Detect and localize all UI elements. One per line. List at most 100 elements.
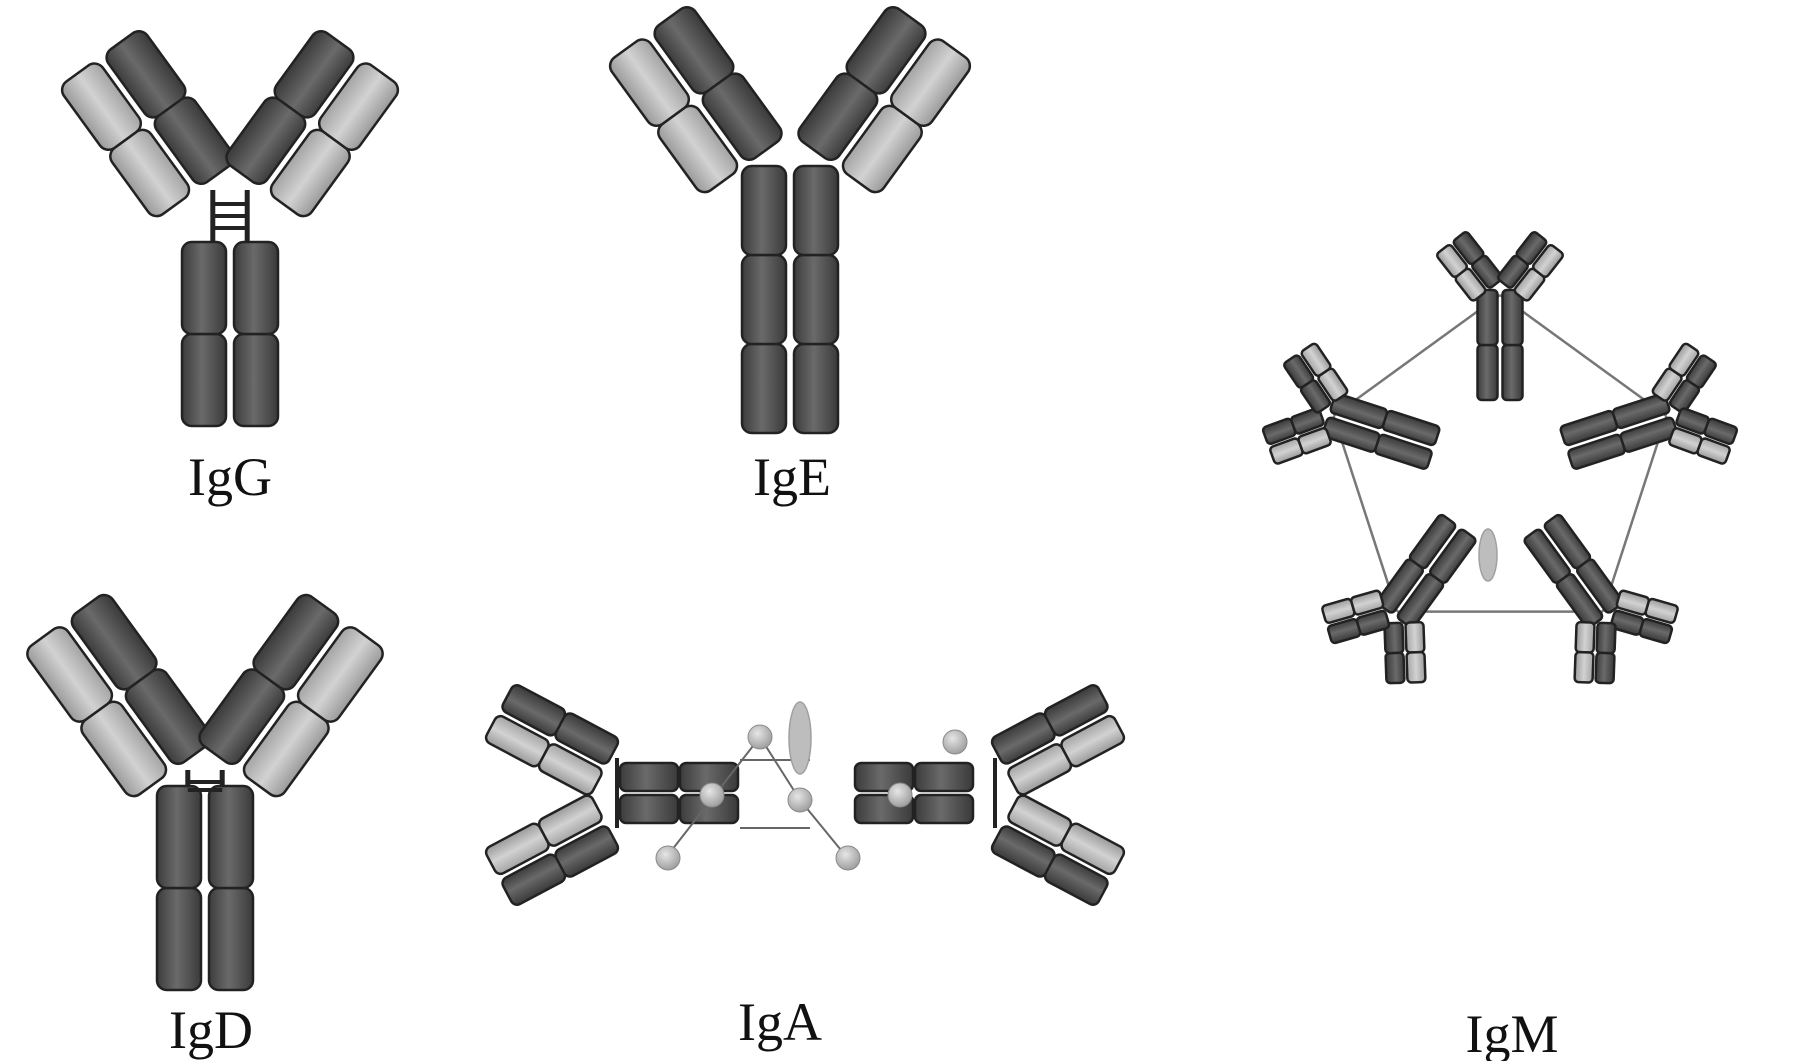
igm-link-4 [1332,415,1399,612]
ige-left-fab [608,5,783,194]
igm-subunit-5-fc-right-2 [1329,392,1389,430]
igm-subunit-3-right-fab-heavy-ch1 [1595,621,1617,655]
igm-subunit-4-right-fab-heavy-vh [1326,617,1362,645]
igm-subunit-1-fc-right-1 [1501,343,1524,402]
iga-secretory-ball-4 [655,845,681,871]
igm-subunit-3-left-fab-heavy-vh [1638,617,1674,645]
igd-fc-right-1 [207,886,255,992]
igm-subunit-3-left-fab [1609,589,1679,645]
igm-subunit-1-left-fab [1436,231,1504,302]
iga-left-upper-fab-light-vl [484,714,550,768]
igg-left-fab [60,29,235,218]
igm-subunit-1-right-fab [1496,231,1564,302]
igm-subunit-4-right-fab [1321,589,1391,645]
ige-antibody [608,5,972,435]
igm-subunit-1-fc-left-2 [1476,288,1499,347]
igm-subunit-5-left-fab [1261,407,1332,465]
iga-secretory-ball-7 [887,782,913,808]
igm-subunit-4-left-fab [1383,620,1427,685]
igm-j-chain [1478,528,1498,582]
iga-left-lower-fab-light-vl [484,822,550,876]
ige-fc-right-3 [792,164,840,257]
ige-fc-right-2 [792,253,840,346]
iga-secretory-ball-5 [835,845,861,871]
igm-subunit-3-fc-right-2 [1555,573,1604,629]
ige-right-fab [797,5,972,194]
igg-label: IgG [188,447,272,507]
igd-fc-left-1 [155,886,203,992]
iga-right-fc-upper-2 [913,761,975,793]
iga-right-lower-fab-light-vl [1060,822,1126,876]
ige-label: IgE [753,447,831,507]
igm-subunit-3 [1523,513,1679,685]
iga-j-chain [788,701,812,775]
igd-right-fab [198,593,384,798]
igm-link-5 [1332,293,1501,417]
igd-left-fab [26,593,212,798]
igm-label: IgM [1466,1004,1559,1061]
iga-label: IgA [738,992,822,1052]
igg-right-fab-heavy-vh [273,29,355,119]
igm-subunit-4-left-fab-light-vl [1405,650,1427,684]
igm-subunit-3-right-fab-light-vl [1573,650,1595,684]
igm-subunit-1 [1436,231,1564,402]
iga-left-upper-fab-heavy-vh [501,684,567,737]
igm-subunit-2-right-fab [1668,407,1739,465]
igm-subunit-1-right-fab-light-vl [1532,243,1564,279]
igd-antibody [26,593,384,992]
igm-subunit-3-left-fab-light-vl [1644,597,1679,624]
igm-subunit-1-fc-right-2 [1501,288,1524,347]
igg-fc-right-2 [232,240,280,336]
ige-left-fab-light-vl [608,38,691,127]
iga-secretory-ball-6 [699,782,725,808]
iga-antibody [484,684,1126,906]
igm-subunit-2-fc-left-2 [1611,392,1671,430]
igm-subunit-2-right-fab-light-vl [1696,437,1731,465]
iga-right-upper-fab-light-vl [1060,714,1126,768]
igm-subunit-4 [1321,513,1477,685]
iga-left-lower-fab [484,794,620,906]
igm-subunit-5-left-fab-heavy-vh [1261,417,1297,446]
igm-subunit-2-left-fab [1651,342,1717,414]
igm-subunit-3-right-fab [1573,620,1617,685]
igg-left-fab-light-vl [60,62,143,151]
igm-subunit-3-right-fab-heavy-vh [1594,651,1616,685]
igm-subunit-4-left-fab-heavy-vh [1384,651,1406,685]
iga-right-lower-fab-heavy-vh [1043,853,1109,906]
igm-subunit-1-fc-left-1 [1476,343,1499,402]
igm-subunit-3-right-fab-light-cl [1574,620,1596,654]
igm-subunit-5-left-fab-light-vl [1269,437,1304,465]
ige-fc-right-1 [792,342,840,435]
igm-subunit-3-fc-left-2 [1575,558,1624,614]
iga-right-lower-fab [990,794,1126,906]
ige-right-fab-heavy-vh [845,5,927,95]
igd-left-fab-heavy-vh [70,593,158,691]
igm-subunit-4-fc-right-2 [1376,558,1425,614]
igm-subunit-5 [1261,342,1441,470]
igg-antibody [60,29,400,428]
igm-subunit-5-right-fab-light-vl [1300,342,1332,377]
igg-left-fab-heavy-vh [105,29,187,119]
igg-right-fab-light-vl [317,62,400,151]
iga-right-upper-fab [990,684,1126,796]
iga-left-lower-fab-heavy-vh [501,853,567,906]
igd-fc-left-2 [155,784,203,890]
igm-link-2 [1601,415,1668,612]
iga-secretory-ball-2 [942,729,968,755]
igm-subunit-5-right-fab [1283,342,1349,414]
igd-label: IgD [169,1000,253,1060]
igm-subunit-1-left-fab-heavy-vh [1452,231,1485,266]
igg-right-fab [225,29,400,218]
igd-right-fab-heavy-vh [252,593,340,691]
igm-subunit-4-left-fab-light-cl [1404,620,1426,654]
igm-subunit-1-left-fab-light-vl [1436,243,1468,279]
iga-left-fc-upper-1 [618,761,680,793]
igm-antibody [1261,231,1739,685]
iga-right-upper-fab-heavy-vh [1043,684,1109,737]
igm-subunit-1-right-fab-heavy-vh [1515,231,1548,266]
igm-subunit-2-fc-right-2 [1619,416,1679,453]
igm-subunit-2-left-fab-light-vl [1668,342,1700,377]
igm-subunit-4-fc-left-2 [1396,573,1445,629]
igd-right-fab-light-vl [296,626,384,723]
